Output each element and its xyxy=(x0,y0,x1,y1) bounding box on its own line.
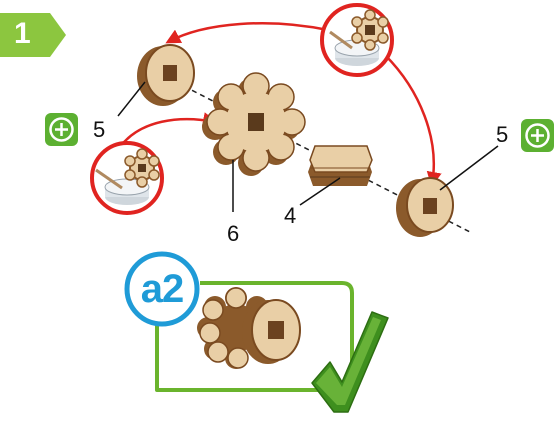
glue-arrow-top-left xyxy=(165,22,329,44)
part-5-left-disc xyxy=(117,44,195,117)
part-6-gear xyxy=(202,72,306,176)
part-label-5-right: 5 xyxy=(496,122,509,147)
part-label-5-left: 5 xyxy=(93,117,106,142)
part-5-right-disc xyxy=(396,145,499,237)
glue-pot-icon xyxy=(90,141,164,215)
result-badge xyxy=(124,251,200,327)
part-label-6: 6 xyxy=(227,221,240,246)
add-part-icon xyxy=(521,119,554,152)
part-label-4: 4 xyxy=(284,203,297,228)
assembled-result xyxy=(197,287,301,369)
step-badge xyxy=(0,13,66,57)
glue-pot-icon xyxy=(320,3,394,77)
glue-arrow-bottom xyxy=(118,112,218,148)
result-badge-label: a2 xyxy=(140,267,185,311)
part-4-connector xyxy=(299,145,373,206)
add-part-icon xyxy=(45,113,78,146)
step-number: 1 xyxy=(14,17,31,50)
glue-arrow-top-right xyxy=(384,54,442,187)
